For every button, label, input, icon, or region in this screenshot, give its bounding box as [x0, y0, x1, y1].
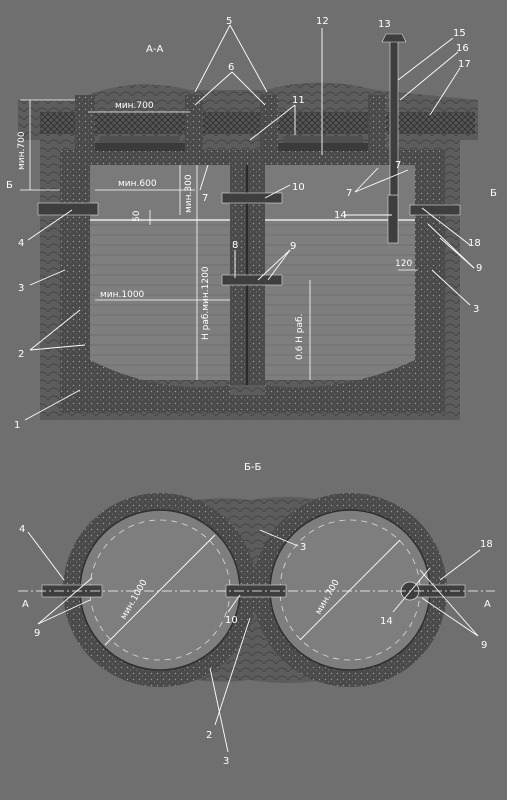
label-aa-7: 17 [458, 59, 471, 70]
mark-a-left: А [22, 599, 29, 610]
label-aa-18: 3 [18, 283, 24, 294]
dim-min700-top: мин.700 [115, 101, 154, 111]
wall-outer-right [415, 150, 445, 395]
label-aa-13: 18 [468, 238, 481, 249]
label-bb-3: 10 [225, 615, 238, 626]
dim-min300: мин.300 [184, 174, 194, 213]
inlet-pipe [37, 202, 99, 216]
dim-h-work: Н раб.мин.1200 [201, 266, 211, 340]
dim-50: 50 [132, 210, 142, 222]
vent-pipe [389, 39, 399, 196]
label-bb-2: 3 [300, 542, 306, 553]
ceiling [90, 150, 415, 165]
leaders-a [24, 24, 475, 421]
wall-outer-left [60, 150, 90, 395]
leaders-b [27, 529, 481, 753]
cover-slab [40, 112, 475, 134]
label-bb-1: 9 [34, 628, 40, 639]
label-bb-7: 2 [206, 730, 212, 741]
label-aa-10: 7 [395, 160, 401, 171]
label-aa-15: 8 [232, 240, 238, 251]
label-bb-8: 3 [223, 756, 229, 767]
label-bb-5: 14 [380, 616, 393, 627]
label-aa-11: 10 [292, 182, 305, 193]
label-aa-0: 5 [226, 16, 232, 27]
dim-min600: мин.600 [118, 179, 157, 189]
dim-min1000-a: мин.1000 [100, 290, 145, 300]
label-aa-3: 12 [316, 16, 329, 27]
dim-120: 120 [395, 259, 412, 269]
label-bb-4: 18 [480, 539, 493, 550]
label-aa-8: 7 [202, 193, 208, 204]
section-b-b: Б-Б мин.1000 мин.700 А А [18, 462, 495, 767]
mark-b-right: Б [490, 188, 497, 199]
label-aa-6: 16 [456, 43, 469, 54]
label-aa-14: 9 [476, 263, 482, 274]
vent-cap-icon [381, 33, 407, 43]
mark-b-left: Б [6, 180, 13, 191]
dim-min700-side: мин.700 [17, 131, 27, 170]
label-aa-21: 1 [14, 420, 20, 431]
section-title-a-a: А-А [146, 44, 163, 55]
label-bb-6: 9 [481, 640, 487, 651]
label-aa-17: 3 [473, 304, 479, 315]
label-aa-12: 14 [334, 210, 347, 221]
label-aa-16: 9 [290, 241, 296, 252]
mark-a-right: А [484, 599, 491, 610]
label-aa-5: 15 [453, 28, 466, 39]
air-left [90, 165, 230, 220]
overflow-pipe-top [221, 192, 283, 204]
label-aa-9: 7 [346, 188, 352, 199]
dim-06h: 0.6 Н раб. [295, 314, 305, 360]
section-title-b-b: Б-Б [244, 462, 261, 473]
overflow-pipe-bottom [221, 274, 283, 286]
label-aa-19: 2 [18, 349, 24, 360]
section-a-a: А-А мин.700 мин.700 мин.600 мин.300 50 Н… [6, 16, 497, 431]
label-aa-20: 4 [18, 238, 24, 249]
outlet-pipe [409, 204, 461, 216]
label-bb-0: 4 [19, 524, 25, 535]
label-aa-4: 13 [378, 19, 391, 30]
bottom-slab [60, 395, 445, 412]
outlet-tee [387, 194, 399, 244]
label-aa-1: 6 [228, 62, 234, 73]
label-aa-2: 11 [292, 95, 305, 106]
dimensions-a [20, 99, 418, 380]
